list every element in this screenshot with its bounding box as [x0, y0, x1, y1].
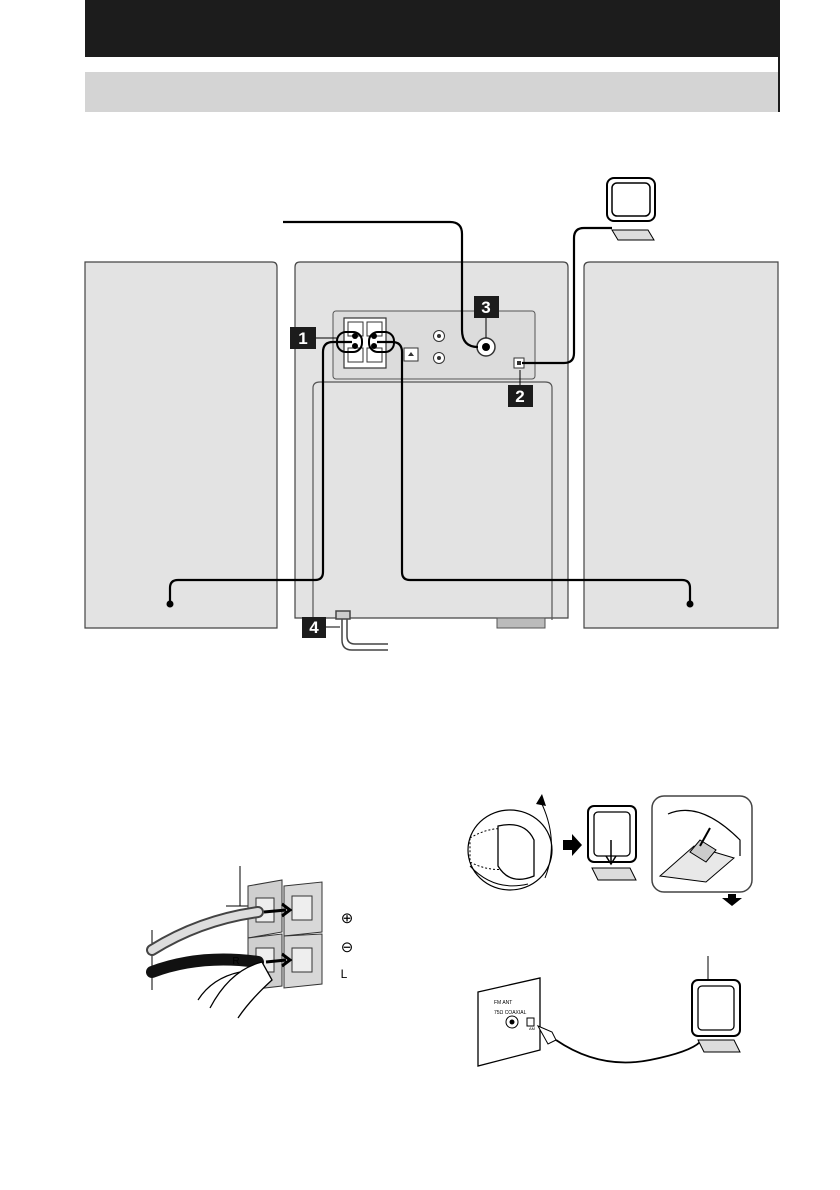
right-speaker [584, 262, 778, 628]
main-unit-rear [295, 262, 568, 628]
callout-1-number: 1 [298, 329, 307, 348]
am-antenna-rotate-step [468, 794, 552, 890]
am-antenna-detail-closeup [652, 796, 752, 892]
r-label: R [232, 956, 239, 967]
fm-antenna-jack [477, 338, 495, 356]
minus-label: ⊖ [341, 939, 354, 956]
am-antenna-stand-step [588, 806, 636, 880]
fm-ant-label: FM ANT [494, 1000, 512, 1006]
callout-3-number: 3 [481, 298, 490, 317]
speaker-terminal-closeup: ⊕ ⊖ R L [152, 866, 353, 1018]
plus-label: ⊕ [341, 910, 354, 927]
callout-2-number: 2 [515, 387, 524, 406]
left-speaker [85, 262, 277, 628]
arrow-right-icon [563, 834, 582, 856]
callout-4: 4 [302, 617, 340, 638]
am-antenna-connection: FM ANT 75Ω COAXIAL AM [478, 956, 740, 1066]
arrow-down-icon [722, 894, 742, 906]
l-label: L [341, 967, 348, 981]
am-label: AM [529, 1026, 535, 1031]
optical-jack [404, 348, 418, 361]
coaxial-label: 75Ω COAXIAL [494, 1010, 527, 1016]
callout-4-number: 4 [309, 618, 319, 637]
am-loop-antenna-small [607, 178, 655, 240]
